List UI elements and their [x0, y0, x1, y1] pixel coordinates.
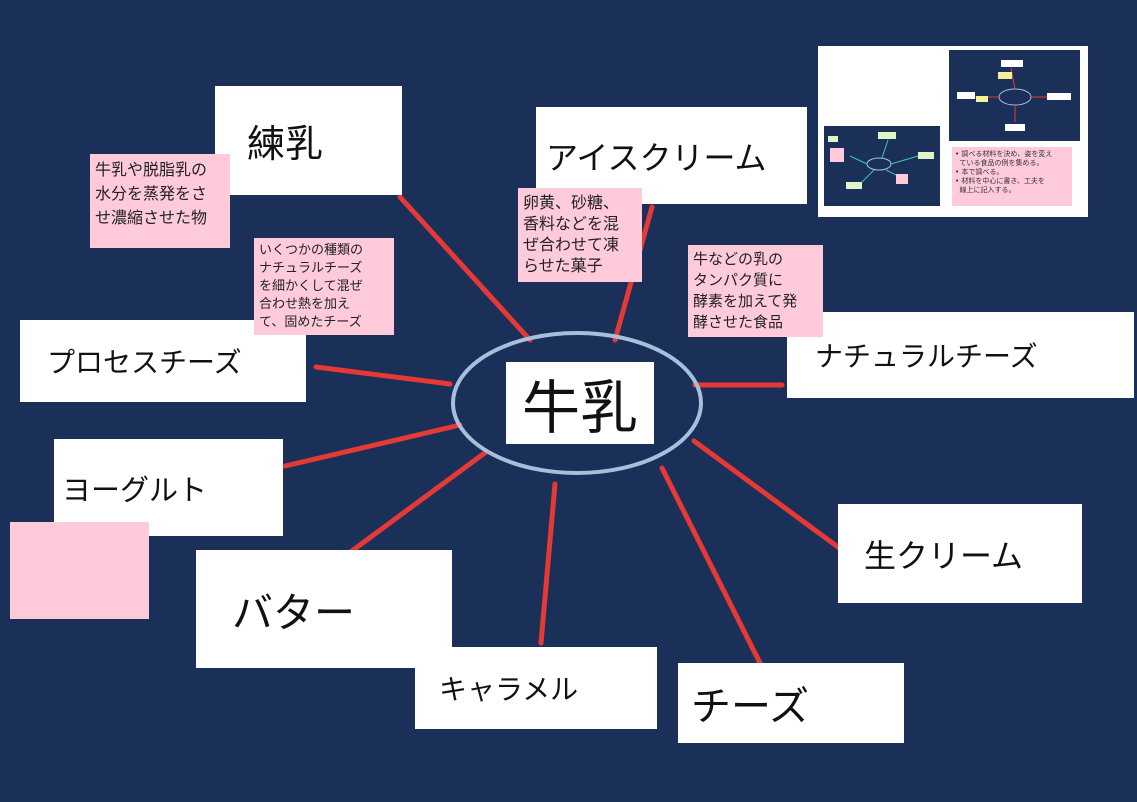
- mini-mindmap-preview: [949, 50, 1080, 141]
- card-yogurt[interactable]: ヨーグルト: [54, 439, 283, 536]
- connector-process-cheese: [313, 364, 453, 387]
- note-renyu[interactable]: 牛乳や脱脂乳の 水分を蒸発をさ せ濃縮させた物: [90, 154, 230, 248]
- mini-example-preview: [824, 126, 940, 206]
- blank-sticky-note[interactable]: [10, 522, 149, 619]
- center-ellipse: [451, 331, 703, 475]
- connector-yogurt: [282, 422, 463, 469]
- connector-fresh-cream: [691, 438, 845, 553]
- center-topic[interactable]: 牛乳: [506, 362, 654, 444]
- card-natural-cheese[interactable]: ナチュラルチーズ: [787, 312, 1134, 398]
- card-fresh-cream[interactable]: 生クリーム: [838, 504, 1082, 603]
- connector-caramel: [538, 481, 558, 646]
- connector-renyu: [397, 194, 533, 343]
- note-process-cheese[interactable]: いくつかの種類の ナチュラルチーズ を細かくして混ぜ 合わせ熱を加え て、固めた…: [254, 238, 394, 335]
- card-butter[interactable]: バター: [196, 550, 452, 668]
- card-caramel[interactable]: キャラメル: [415, 647, 657, 729]
- note-natural-cheese[interactable]: 牛などの乳の タンパク質に 酵素を加えて発 酵させた食品: [688, 245, 823, 337]
- connector-cheese: [659, 465, 765, 670]
- card-icecream[interactable]: アイスクリーム: [536, 107, 807, 204]
- card-renyu[interactable]: 練乳: [215, 86, 402, 195]
- mini-instructions-note: • 調べる材料を決め、姿を変え ている食品の例を集める。 • 本で調べる。 • …: [952, 147, 1072, 206]
- note-icecream[interactable]: 卵黄、砂糖、 香料などを混 ぜ合わせて凍 らせた菓子: [518, 188, 642, 282]
- reference-thumbnail: • 調べる材料を決め、姿を変え ている食品の例を集める。 • 本で調べる。 • …: [818, 46, 1088, 217]
- card-process-cheese[interactable]: プロセスチーズ: [20, 320, 306, 402]
- connector-butter: [342, 449, 489, 559]
- card-cheese[interactable]: チーズ: [678, 663, 904, 743]
